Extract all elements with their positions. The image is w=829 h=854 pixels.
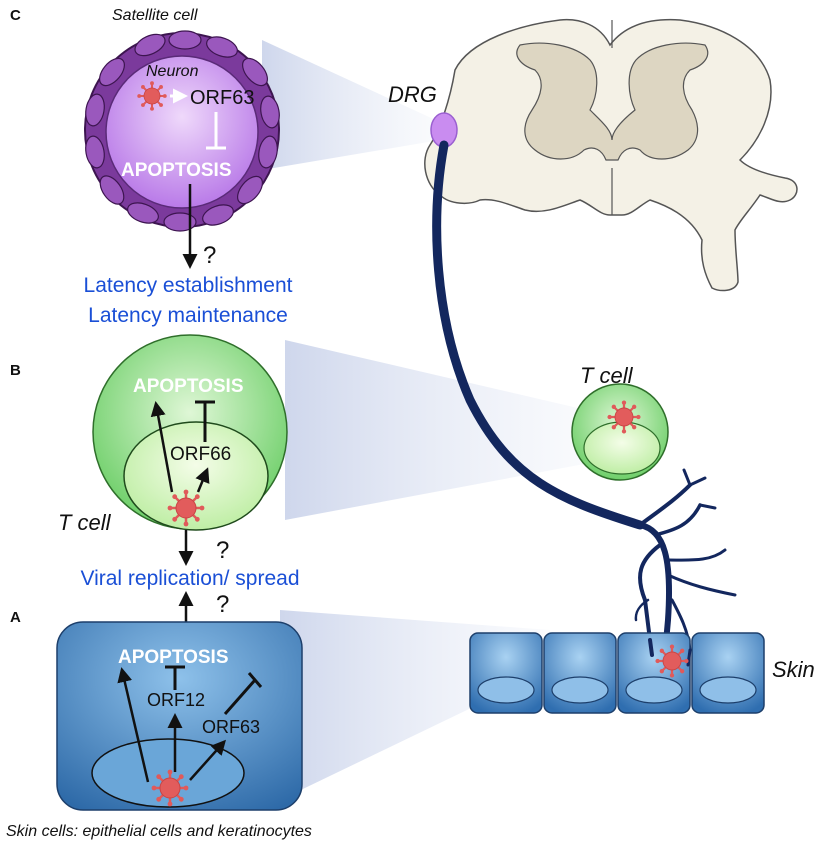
question-c: ? bbox=[203, 242, 216, 269]
satellite-cell-label: Satellite cell bbox=[112, 7, 198, 24]
drg-label: DRG bbox=[388, 82, 437, 107]
apoptosis-c-label: APOPTOSIS bbox=[121, 160, 232, 181]
orf63-c-label: ORF63 bbox=[190, 87, 254, 109]
inhibition-symbol bbox=[206, 112, 226, 150]
virus-icon bbox=[166, 488, 206, 528]
viral-replication-spread: Viral replication/ spread bbox=[80, 567, 299, 590]
tcell-left-label: T cell bbox=[58, 510, 112, 535]
question-b: ? bbox=[216, 537, 229, 564]
virus-icon bbox=[136, 80, 168, 112]
virus-icon bbox=[606, 399, 642, 435]
tcell-right-label: T cell bbox=[580, 363, 634, 388]
inhibition-symbol bbox=[165, 665, 185, 690]
latency-establishment: Latency establishment bbox=[84, 274, 293, 297]
panel-a-letter: A bbox=[10, 609, 21, 626]
tcell-right bbox=[571, 383, 669, 481]
apoptosis-a-label: APOPTOSIS bbox=[118, 647, 229, 668]
question-a: ? bbox=[216, 591, 229, 618]
arrow bbox=[189, 739, 227, 781]
arrow bbox=[195, 467, 210, 493]
latency-maintenance: Latency maintenance bbox=[88, 304, 288, 327]
virus-icon bbox=[654, 643, 690, 679]
arrow bbox=[117, 667, 150, 783]
projection-cone-tcell bbox=[285, 340, 595, 520]
satellite-cells bbox=[84, 30, 280, 232]
skin-cells-caption: Skin cells: epithelial cells and keratin… bbox=[6, 823, 312, 840]
orf66-label: ORF66 bbox=[170, 444, 231, 465]
panel-c-letter: C bbox=[10, 7, 21, 24]
skin-label: Skin bbox=[772, 657, 815, 682]
nerve-fiber bbox=[432, 140, 737, 668]
inhibition-symbol bbox=[195, 400, 215, 442]
spinal-cord bbox=[424, 18, 798, 292]
orf12-label: ORF12 bbox=[147, 690, 205, 710]
arrow bbox=[150, 401, 174, 493]
neuron-label: Neuron bbox=[146, 63, 199, 80]
virus-icon bbox=[150, 768, 190, 808]
inhibition-symbol bbox=[223, 672, 263, 715]
skin-cells-right bbox=[469, 632, 765, 714]
panel-b-letter: B bbox=[10, 362, 21, 379]
apoptosis-b-label: APOPTOSIS bbox=[133, 376, 244, 397]
orf63-a-label: ORF63 bbox=[202, 717, 260, 737]
projection-cone-drg bbox=[262, 40, 440, 170]
